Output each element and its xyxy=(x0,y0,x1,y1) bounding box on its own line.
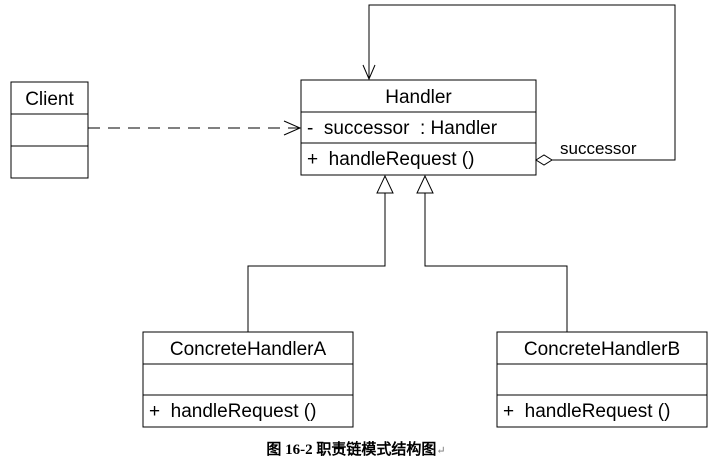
handler-handle-request-operation: + handleRequest () xyxy=(307,149,474,170)
client-handler-dependency xyxy=(88,120,302,136)
concrete-b-generalization xyxy=(416,174,568,332)
caption-text: 图 16-2 职责链模式结构图 xyxy=(266,442,437,458)
handler-successor-attribute: - successor : Handler xyxy=(307,118,498,139)
inheritance-triangle-a xyxy=(376,174,394,194)
concrete-handler-a-class: ConcreteHandlerA + handleRequest () xyxy=(142,331,354,428)
aggregation-diamond xyxy=(535,154,553,166)
handler-class-name: Handler xyxy=(385,87,452,108)
concrete-handler-b-name: ConcreteHandlerB xyxy=(524,339,680,360)
association-arrowhead xyxy=(362,64,376,81)
concrete-handler-b-class: ConcreteHandlerB + handleRequest () xyxy=(496,331,708,428)
dependency-arrowhead xyxy=(283,120,302,136)
handler-successor-association: successor xyxy=(362,4,676,166)
client-class-name: Client xyxy=(25,89,74,110)
client-class: Client xyxy=(10,81,89,179)
concrete-handler-b-operation: + handleRequest () xyxy=(503,401,670,422)
handler-class: Handler - successor : Handler + handleRe… xyxy=(300,79,537,176)
figure-caption: 图 16-2 职责链模式结构图↵ xyxy=(0,438,712,459)
concrete-handler-a-name: ConcreteHandlerA xyxy=(170,339,327,360)
inheritance-triangle-b xyxy=(416,174,434,194)
paragraph-mark: ↵ xyxy=(436,445,446,457)
concrete-handler-a-operation: + handleRequest () xyxy=(149,401,316,422)
successor-role-label: successor xyxy=(560,139,637,158)
concrete-a-generalization xyxy=(247,174,394,332)
